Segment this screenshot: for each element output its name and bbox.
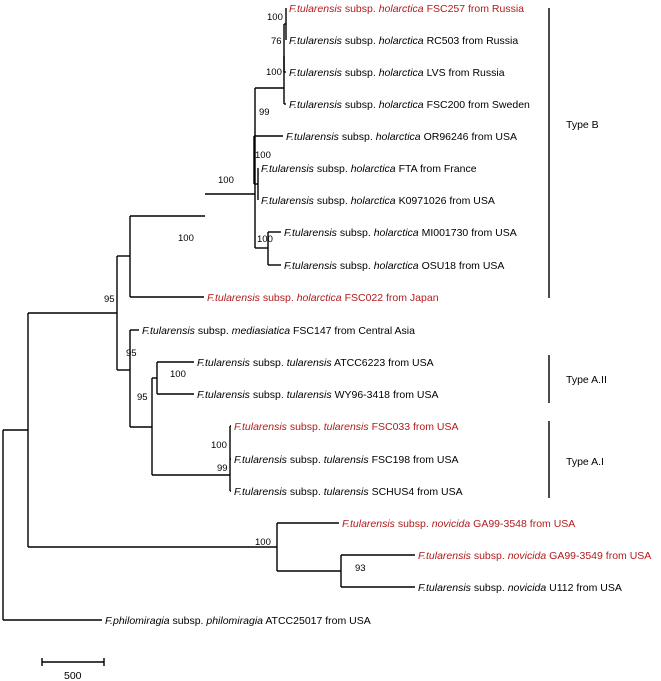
scale-bar-label: 500 [64, 670, 82, 681]
tree-branches [2, 8, 415, 621]
leaf-label-fsc033: F.tularensis subsp. tularensis FSC033 fr… [234, 421, 459, 433]
leaf-label-u112: F.tularensis subsp. novicida U112 from U… [418, 582, 622, 594]
bootstrap-b1: 100 [267, 12, 283, 23]
leaf-label-fsc257: F.tularensis subsp. holarctica FSC257 fr… [289, 3, 524, 15]
leaf-label-ga3549: F.tularensis subsp. novicida GA99-3549 f… [418, 550, 651, 562]
leaf-label-rc503: F.tularensis subsp. holarctica RC503 fro… [289, 35, 518, 47]
bootstrap-b7: 100 [257, 234, 273, 245]
leaf-label-fsc147: F.tularensis subsp. mediasiatica FSC147 … [142, 325, 415, 337]
leaf-label-mi001730: F.tularensis subsp. holarctica MI001730 … [284, 227, 517, 239]
bootstrap-b13: 100 [211, 440, 227, 451]
bootstrap-b3: 100 [266, 67, 282, 78]
leaf-label-fta: F.tularensis subsp. holarctica FTA from … [261, 163, 477, 175]
bootstrap-b16: 93 [355, 563, 366, 574]
bootstrap-b8: 100 [178, 233, 194, 244]
leaf-label-or96246: F.tularensis subsp. holarctica OR96246 f… [286, 131, 517, 143]
bootstrap-b11: 95 [126, 348, 137, 359]
clade-label-typeB: Type B [566, 119, 599, 131]
bootstrap-b5: 100 [255, 150, 271, 161]
clade-brackets: Type B Type A.II Type A.I [548, 8, 607, 498]
scale-bar: 500 [41, 658, 105, 681]
leaf-label-fsc200: F.tularensis subsp. holarctica FSC200 fr… [289, 99, 530, 111]
bootstrap-b4: 99 [259, 107, 270, 118]
leaf-label-wy96: F.tularensis subsp. tularensis WY96-3418… [197, 389, 438, 401]
clade-label-typeA1: Type A.I [566, 456, 604, 468]
bootstrap-b6: 100 [218, 175, 234, 186]
leaf-label-philo: F.philomiragia subsp. philomiragia ATCC2… [105, 615, 371, 627]
leaf-label-lvs: F.tularensis subsp. holarctica LVS from … [289, 67, 505, 79]
leaf-label-fsc198: F.tularensis subsp. tularensis FSC198 fr… [234, 454, 459, 466]
bootstrap-b15: 100 [255, 537, 271, 548]
bootstrap-b14: 99 [217, 463, 228, 474]
bootstrap-b9: 95 [104, 294, 115, 305]
clade-label-typeA2: Type A.II [566, 374, 607, 386]
leaf-labels: F.tularensis subsp. holarctica FSC257 fr… [105, 3, 651, 627]
bootstrap-b2: 76 [271, 36, 282, 47]
bootstrap-values: 100 76 100 99 100 100 100 100 95 100 95 95 100 99 100 9… [104, 12, 366, 574]
leaf-label-osu18: F.tularensis subsp. holarctica OSU18 fro… [284, 260, 504, 272]
bootstrap-b12: 95 [137, 392, 148, 403]
leaf-label-fsc022: F.tularensis subsp. holarctica FSC022 fr… [207, 292, 439, 304]
leaf-label-ga3548: F.tularensis subsp. novicida GA99-3548 f… [342, 518, 575, 530]
leaf-label-k0971026: F.tularensis subsp. holarctica K0971026 … [261, 195, 495, 207]
leaf-label-atcc6223: F.tularensis subsp. tularensis ATCC6223 … [197, 357, 434, 369]
leaf-label-schus4: F.tularensis subsp. tularensis SCHUS4 fr… [234, 486, 463, 498]
bootstrap-b10: 100 [170, 369, 186, 380]
